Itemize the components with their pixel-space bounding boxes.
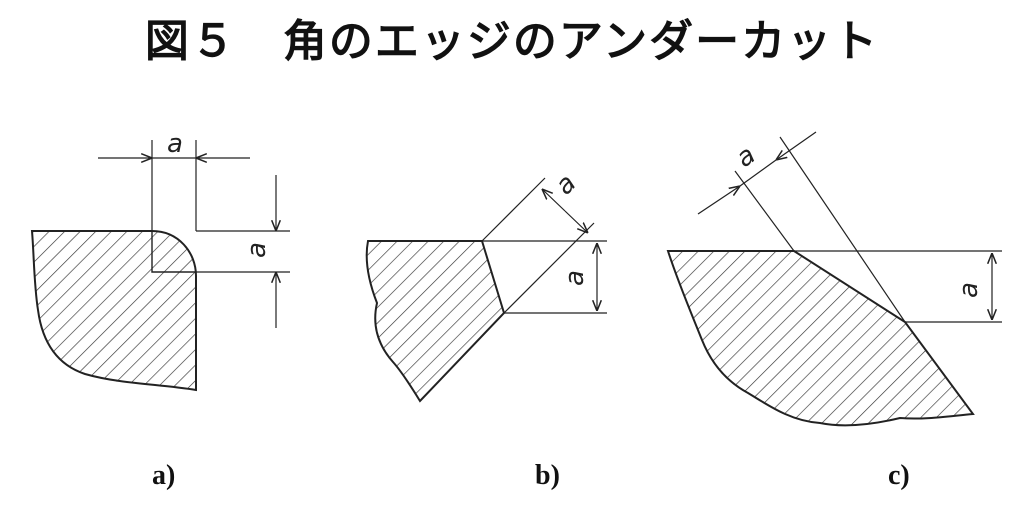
figure-a-dim-label-vertical: a (242, 242, 272, 258)
figure-c-dim-label-slanted: a (731, 140, 761, 174)
figure-c-hatched-section (666, 250, 975, 427)
figure-a-caption: a) (152, 460, 175, 491)
figure-c-arrow-slant-left (697, 186, 740, 215)
figure-b-arrow-slant-upper (542, 189, 566, 212)
figure-a-undercut-notch (151, 231, 196, 273)
figure-b-dim-label-slanted: a (550, 168, 582, 200)
figure-a-dim-label-horizontal: a (167, 129, 183, 159)
figure-c-extension-line-lower (779, 136, 906, 323)
figure-title: 図５ 角のエッジのアンダーカット (144, 16, 880, 67)
figure-c-extension-line-upper (734, 170, 795, 252)
figure-b-extension-line-lower (503, 222, 595, 314)
figure-a: a a a) (30, 129, 290, 491)
figure-a-hatched-section (30, 230, 197, 392)
figure-b-hatched-section (365, 240, 506, 403)
figure-c: a a c) (666, 131, 1002, 491)
figure-c-arrow-slant-right (776, 131, 817, 160)
figure-b-dim-label-vertical: a (560, 270, 590, 286)
figure-b-caption: b) (535, 460, 560, 491)
figure-c-caption: c) (888, 460, 910, 491)
figure-b-extension-line-upper (481, 177, 546, 242)
figure-b: a a b) (365, 168, 607, 491)
figure-c-dim-label-vertical: a (954, 282, 984, 298)
figure-c-dim-baseline (739, 159, 777, 187)
figure-b-arrow-slant-lower (564, 210, 588, 233)
